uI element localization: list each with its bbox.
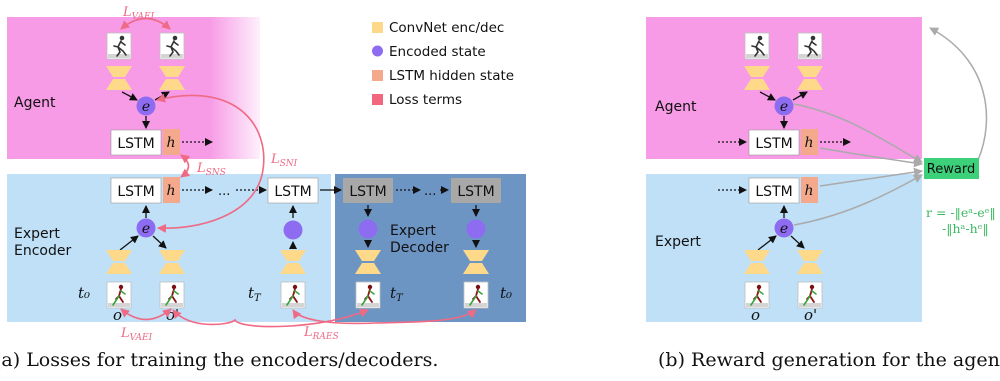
- agent-hidden-state: [163, 129, 180, 155]
- decoder-output-T: [355, 281, 381, 309]
- ellipsis-1: ...: [218, 184, 230, 199]
- svg-text:e: e: [142, 221, 150, 237]
- svg-text:h: h: [166, 183, 175, 199]
- decoder-lstm-2: [451, 178, 501, 203]
- expert-decoder-label-line2: Decoder: [390, 240, 449, 256]
- svg-text:h: h: [166, 135, 175, 151]
- svg-text:LSTM: LSTM: [457, 184, 494, 200]
- svg-text:LSTM: LSTM: [117, 136, 154, 152]
- svg-text:LSTM: LSTM: [349, 184, 386, 200]
- loss-vaei-bottom-label: LVAEI: [120, 326, 153, 343]
- loss-sni-label: LSNI: [270, 152, 298, 169]
- agent-obs-frame-1-right: [744, 32, 770, 60]
- expert-label-right: Expert: [655, 234, 701, 250]
- agent-hidden-state-right: [801, 129, 818, 155]
- expert-encoded-state-right: [774, 218, 794, 238]
- legend-swatch-convnet: [372, 22, 383, 33]
- ellipsis-2: ...: [424, 184, 436, 199]
- expert-obs-o: [106, 281, 132, 309]
- reward-box: [924, 158, 979, 179]
- svg-text:h: h: [804, 183, 813, 199]
- expert-hidden-state: [163, 177, 180, 203]
- expert-encoder-label-line2: Encoder: [14, 243, 71, 259]
- legend-label-convnet: ConvNet enc/dec: [389, 20, 504, 36]
- reward-formula-line2: -‖hᵃ-hᵉ‖: [942, 221, 989, 236]
- expert-encoded-state: [136, 218, 156, 238]
- loss-vaei-bottom-curve: [120, 308, 172, 321]
- legend-label-lstm: LSTM hidden state: [389, 68, 514, 84]
- loss-sns-curve: [180, 154, 191, 178]
- decoder-state-1: [358, 219, 378, 239]
- loss-raes-curve-2: [292, 309, 477, 325]
- expert-obs-o-prime: [159, 281, 185, 309]
- loss-sni-curve: [156, 93, 265, 233]
- decoder-lstm-1: [343, 178, 393, 203]
- expert-encoder-label-line1: Expert: [14, 226, 60, 242]
- svg-text:e: e: [142, 99, 150, 115]
- expert-lstm-right: [748, 177, 800, 204]
- svg-text:h: h: [804, 135, 813, 151]
- svg-text:LSTM: LSTM: [755, 184, 792, 200]
- o-prime-label-right: o': [804, 306, 817, 324]
- agent-obs-frame-2-right: [797, 32, 823, 60]
- legend-swatch-lstm: [372, 70, 383, 81]
- caption-a: (a) Losses for training the encoders/dec…: [0, 349, 439, 371]
- legend-swatch-loss: [372, 94, 383, 105]
- expert-obs-o-right: [744, 281, 770, 309]
- decoder-output-0: [463, 281, 489, 309]
- expert-hidden-state-right: [801, 177, 818, 203]
- legend-label-loss: Loss terms: [389, 92, 462, 108]
- expert-encoded-state-T: [283, 220, 303, 240]
- agent-label: Agent: [14, 95, 56, 111]
- agent-encoded-state-right: [774, 96, 794, 116]
- svg-text:LSTM: LSTM: [755, 136, 792, 152]
- svg-text:LSTM: LSTM: [117, 184, 154, 200]
- agent-lstm: [110, 129, 162, 156]
- expert-lstm-1: [110, 177, 162, 204]
- agent-label-right: Agent: [655, 99, 697, 115]
- loss-raes-label: LRAES: [303, 325, 339, 342]
- agent-obs-frame-1: [106, 32, 132, 60]
- agent-encoded-state: [136, 96, 156, 116]
- caption-b: (b) Reward generation for the agent.: [658, 349, 1000, 371]
- expert-lstm-T: [267, 177, 319, 204]
- reward-label: Reward: [927, 162, 975, 177]
- reward-formula-line1: r = -‖eᵃ-eᵉ‖: [926, 205, 996, 220]
- t0-label-decoder: t₀: [500, 284, 512, 302]
- tT-label-decoder: tT: [390, 284, 404, 304]
- legend: ConvNet enc/dec Encoded state LSTM hidde…: [372, 20, 514, 108]
- svg-text:LSTM: LSTM: [274, 184, 311, 200]
- svg-text:e: e: [780, 99, 788, 115]
- expert-obs-o-prime-right: [797, 281, 823, 309]
- expert-decoder-label-line1: Expert: [390, 223, 436, 239]
- loss-vaei-top-curve: [120, 17, 171, 30]
- agent-lstm-right: [748, 129, 800, 156]
- expert-obs-T: [280, 281, 306, 309]
- decoder-state-2: [466, 219, 486, 239]
- t0-label-left: t₀: [78, 284, 90, 302]
- tT-label-left: tT: [248, 284, 262, 304]
- legend-label-encoded: Encoded state: [389, 44, 486, 60]
- loss-vaei-top-label: LVAEI: [122, 5, 155, 22]
- agent-obs-frame-2: [159, 32, 185, 60]
- loss-sns-label: LSNS: [196, 161, 226, 178]
- legend-swatch-encoded: [372, 45, 383, 57]
- svg-text:e: e: [780, 221, 788, 237]
- reward-feedback-arrow: [929, 27, 988, 161]
- o-label-left: o: [113, 306, 122, 324]
- o-label-right: o: [751, 306, 760, 324]
